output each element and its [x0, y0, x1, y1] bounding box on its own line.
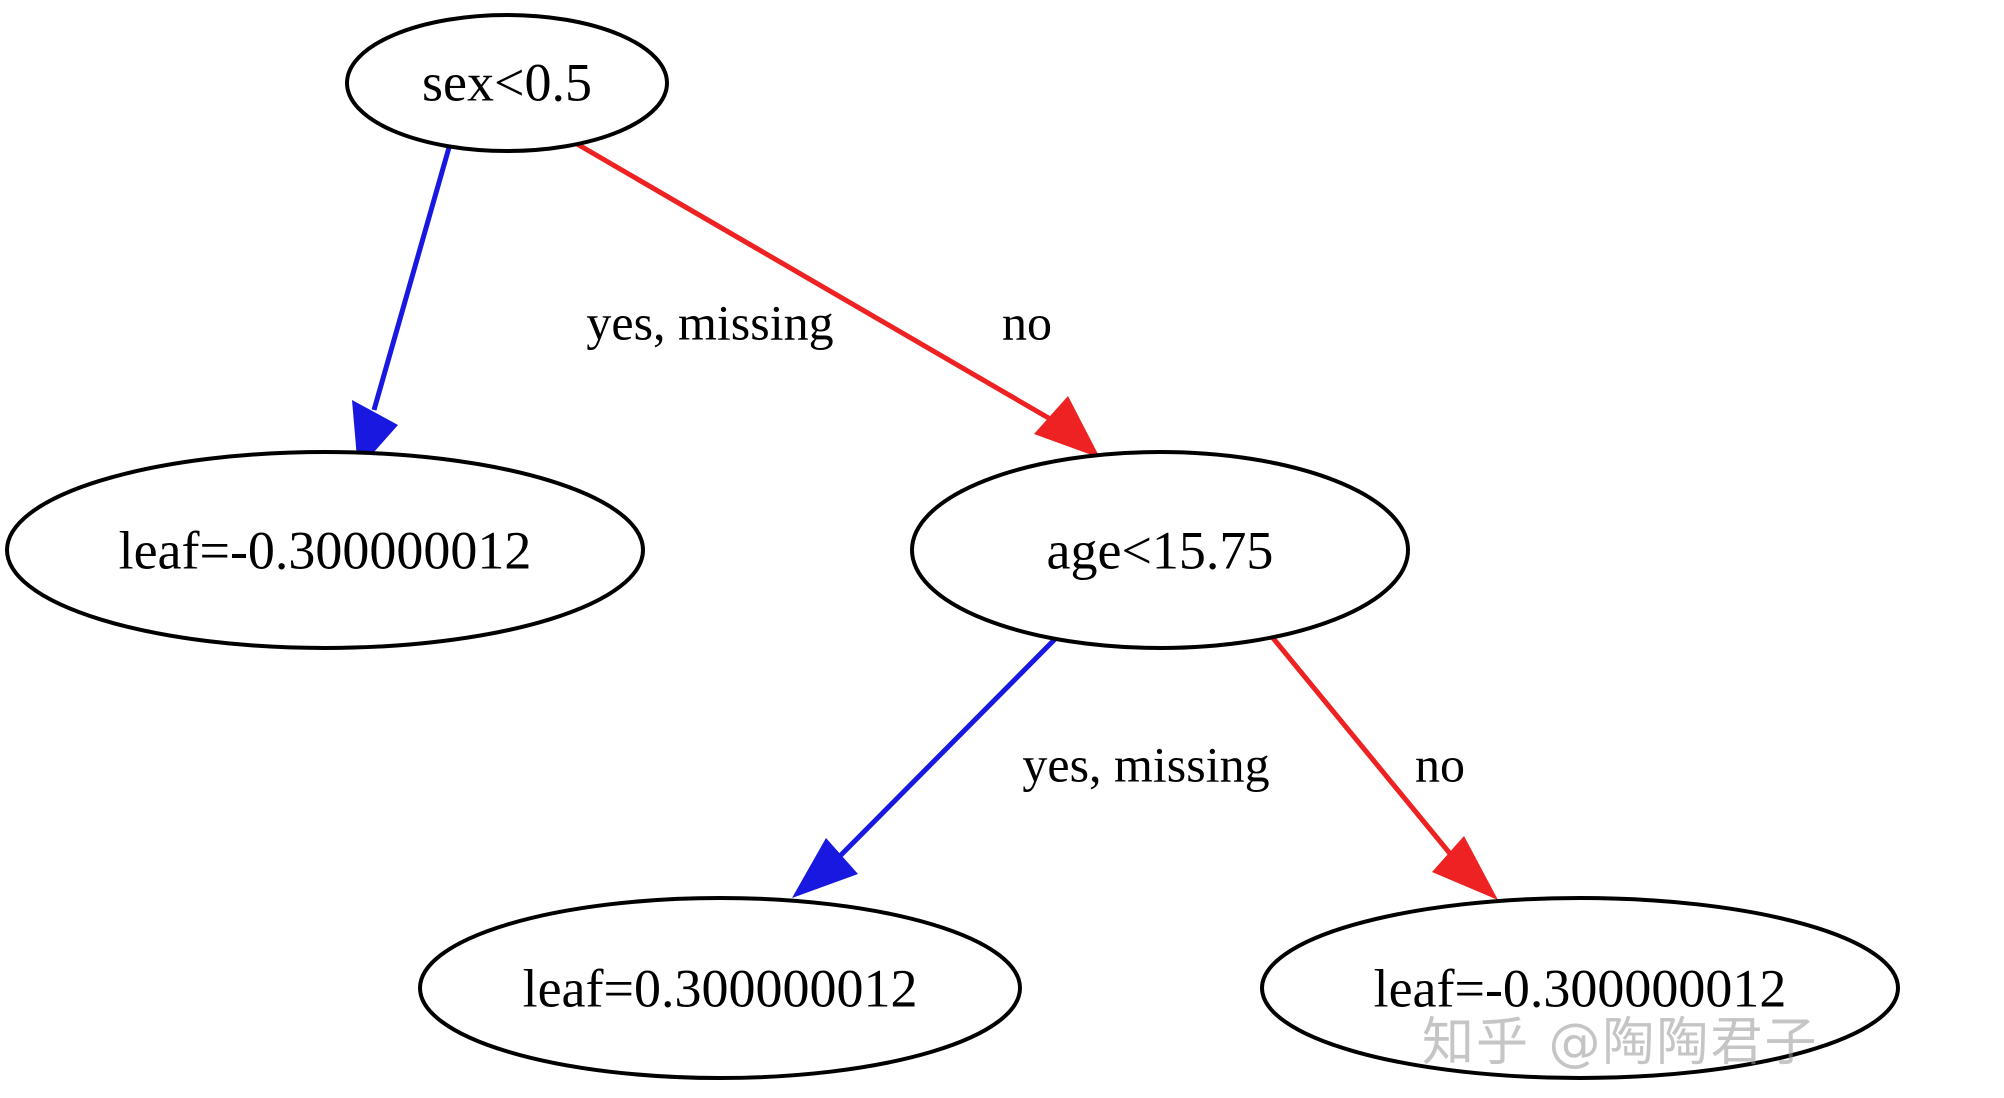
- node-label-leaf-b: leaf=0.300000012: [523, 958, 918, 1018]
- node-label-split2: age<15.75: [1047, 520, 1274, 580]
- node-ellipse-leaf-a: [5, 450, 645, 650]
- tree-node-leaf-a[interactable]: leaf=-0.300000012: [5, 450, 645, 650]
- edge-line-yes-root: [371, 136, 455, 411]
- edge-line-no-root: [563, 134, 1054, 423]
- node-label-leaf-c: leaf=-0.300000012: [1374, 958, 1787, 1018]
- node-label-root: sex<0.5: [422, 52, 592, 112]
- node-ellipse-split2: [910, 450, 1410, 650]
- edge-root-to-leaf-a: [352, 136, 455, 470]
- edge-label-split2-yes: yes, missing: [1022, 736, 1269, 792]
- edge-line-yes-split2: [836, 632, 1062, 860]
- node-ellipse-leaf-b: [418, 896, 1022, 1080]
- tree-node-root[interactable]: sex<0.5: [345, 13, 669, 153]
- node-ellipse-root: [345, 13, 669, 153]
- edge-split2-to-leaf-b: [792, 632, 1062, 898]
- tree-node-split2[interactable]: age<15.75: [910, 450, 1410, 650]
- tree-node-leaf-b[interactable]: leaf=0.300000012: [418, 896, 1022, 1080]
- tree-node-leaf-c[interactable]: leaf=-0.300000012: [1260, 896, 1900, 1080]
- edge-label-root-yes: yes, missing: [586, 294, 833, 350]
- arrowhead-no-root: [1034, 396, 1100, 458]
- node-ellipse-leaf-c: [1260, 896, 1900, 1080]
- edge-line-no-split2: [1266, 630, 1454, 858]
- node-label-leaf-a: leaf=-0.300000012: [119, 520, 532, 580]
- edge-root-to-split2: [563, 134, 1100, 458]
- edge-split2-to-leaf-c: [1266, 630, 1498, 900]
- arrowhead-no-split2: [1432, 836, 1498, 900]
- edge-label-root-no: no: [1002, 294, 1052, 350]
- arrowhead-yes-split2: [792, 838, 858, 898]
- edge-label-split2-no: no: [1415, 736, 1465, 792]
